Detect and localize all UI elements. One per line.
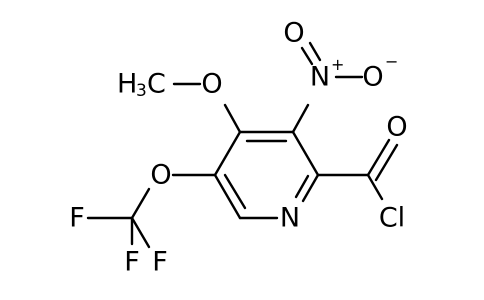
methyl-h-count: 3	[136, 81, 147, 101]
bond-n-o-nitro-top-inner	[308, 41, 322, 62]
atom-cl: Cl	[379, 203, 405, 234]
nitro-plus-charge: +	[331, 55, 344, 74]
bond-o-cf3	[130, 187, 151, 220]
atom-f-right: F	[152, 247, 168, 278]
bond-c-cl	[366, 173, 384, 201]
bond-c-o-carbonyl	[366, 138, 391, 177]
atom-o-methoxy: O	[201, 69, 222, 100]
bond-c3-c2	[291, 130, 320, 177]
bond-c4-o-methoxy	[223, 103, 242, 134]
atom-o-nitro-right: O	[362, 62, 383, 93]
bond-c2-n	[301, 173, 320, 203]
bonds	[86, 41, 399, 249]
atom-n-ring: N	[280, 203, 300, 234]
atom-labels: N O H 3 C N + O O − O Cl O F F F	[69, 18, 407, 278]
bond-n-o-nitro-top	[300, 46, 314, 66]
atom-f-top: F	[124, 247, 140, 278]
bond-c5-c4	[213, 130, 242, 177]
bond-c3-n-nitro	[291, 103, 310, 134]
nitro-minus-charge: −	[385, 52, 398, 71]
atom-o-ether: O	[150, 160, 171, 191]
atom-n-nitro: N	[310, 62, 330, 93]
bond-c6-c5	[213, 173, 242, 220]
atom-o-nitro-top: O	[283, 18, 304, 49]
bond-c-o-carbonyl-inner	[374, 143, 399, 182]
methyl-c: C	[147, 69, 166, 100]
atom-f-left: F	[69, 203, 85, 234]
bond-c2-n-inner	[294, 174, 310, 199]
bond-c6-c5-inner	[223, 173, 247, 210]
methyl-group: H 3 C	[117, 69, 166, 102]
bond-cf3-f-right	[130, 216, 151, 249]
atom-o-carbonyl: O	[386, 112, 407, 143]
methyl-h: H	[117, 69, 137, 100]
